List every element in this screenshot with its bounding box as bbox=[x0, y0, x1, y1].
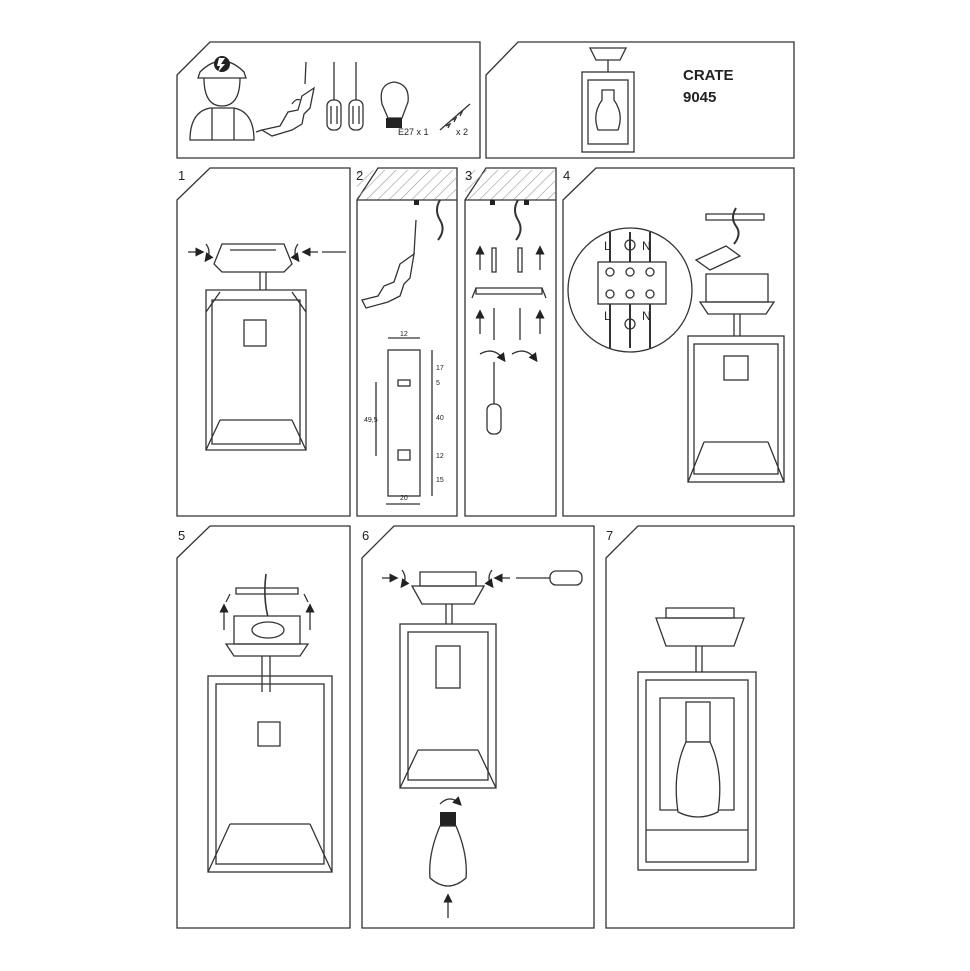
step-4-number: 4 bbox=[563, 168, 570, 183]
bulb-quantity-label: E27 x 1 bbox=[398, 127, 429, 137]
step-2-panel bbox=[356, 167, 458, 517]
bulb-icon bbox=[675, 701, 721, 818]
product-name: CRATE bbox=[683, 67, 734, 84]
dim-d2: 5 bbox=[436, 380, 440, 387]
step-7-panel bbox=[605, 525, 795, 929]
bulb-icon bbox=[429, 812, 467, 887]
step-6-panel bbox=[361, 525, 595, 929]
live-label-top: L bbox=[604, 239, 611, 253]
step-3-number: 3 bbox=[465, 168, 472, 183]
step-3-panel bbox=[464, 167, 557, 517]
wall-plug-icon bbox=[475, 245, 545, 273]
bulb-icon bbox=[380, 81, 409, 128]
step-2-number: 2 bbox=[356, 168, 363, 183]
step-5-panel bbox=[176, 525, 351, 929]
product-code: 9045 bbox=[683, 89, 716, 106]
screwdriver-icon bbox=[516, 570, 583, 586]
dim-d3: 40 bbox=[436, 415, 444, 422]
screw-icon bbox=[382, 569, 510, 589]
step-6-number: 6 bbox=[362, 528, 369, 543]
screw-quantity-label: x 2 bbox=[456, 127, 468, 137]
step-1-panel bbox=[176, 167, 351, 517]
screwdriver-icon bbox=[486, 362, 502, 435]
screw-plug-icon bbox=[439, 103, 471, 131]
step-7-number: 7 bbox=[606, 528, 613, 543]
screwdriver-icon bbox=[326, 62, 342, 131]
step-4-panel bbox=[562, 167, 795, 517]
dim-side: 49,5 bbox=[364, 417, 378, 424]
dim-bottom-width: 20 bbox=[400, 495, 408, 502]
lantern-frame-icon bbox=[687, 335, 785, 483]
electrician-icon bbox=[189, 56, 255, 141]
product-panel bbox=[485, 41, 795, 159]
lantern-frame-icon bbox=[399, 623, 497, 789]
screw-icon bbox=[475, 308, 545, 363]
step-5-number: 5 bbox=[178, 528, 185, 543]
lantern-frame-icon bbox=[637, 671, 757, 871]
tools-panel: E27 x 1 x 2 bbox=[176, 41, 481, 159]
neutral-label-bottom: N bbox=[642, 309, 651, 323]
step-1-number: 1 bbox=[178, 168, 185, 183]
dim-d4: 12 bbox=[436, 453, 444, 460]
live-label-bottom: L bbox=[604, 309, 611, 323]
lantern-thumbnail bbox=[581, 47, 635, 153]
drill-icon bbox=[361, 219, 417, 309]
wiring-detail-callout bbox=[567, 227, 693, 353]
mounting-bracket-icon bbox=[471, 287, 547, 299]
dim-d1: 17 bbox=[436, 365, 444, 372]
neutral-label-top: N bbox=[642, 239, 651, 253]
drill-icon bbox=[255, 61, 315, 137]
screw-icon bbox=[188, 243, 346, 263]
screwdriver-icon bbox=[348, 62, 364, 131]
lantern-frame-icon bbox=[207, 675, 333, 873]
bracket-dimension-drawing bbox=[375, 337, 433, 505]
dim-d5: 15 bbox=[436, 477, 444, 484]
dim-top-width: 12 bbox=[400, 331, 408, 338]
lantern-frame-icon bbox=[205, 289, 307, 451]
